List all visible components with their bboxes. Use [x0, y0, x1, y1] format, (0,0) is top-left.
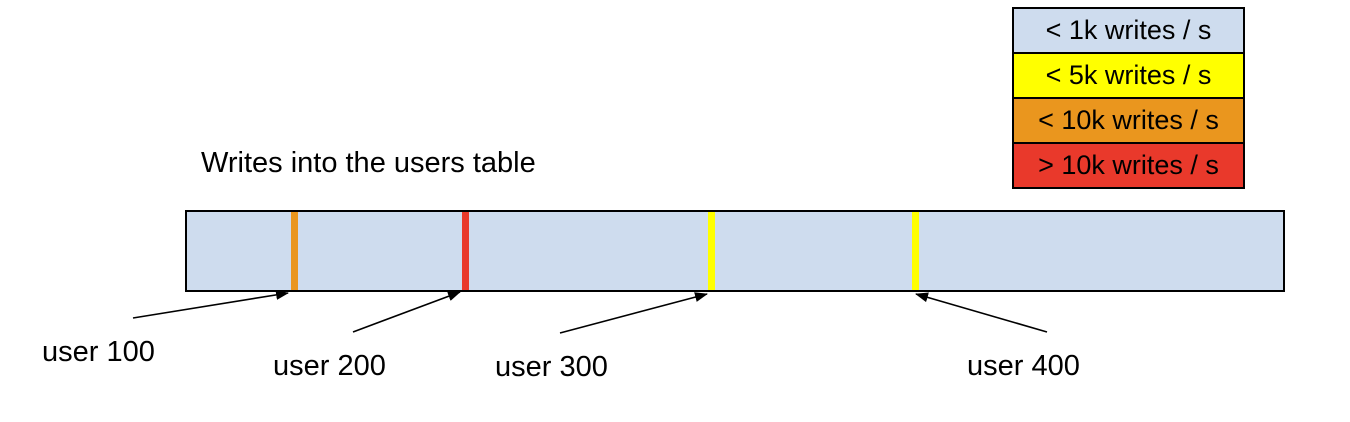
hotspot-marker-user-200 [462, 212, 469, 290]
label-user-100: user 100 [42, 336, 155, 368]
legend-item-lt-10k: < 10k writes / s [1012, 97, 1245, 144]
users-table-bar [185, 210, 1285, 292]
label-user-300: user 300 [495, 351, 608, 383]
arrow-user-400 [915, 292, 1048, 333]
diagram-title: Writes into the users table [201, 147, 536, 179]
arrow-user-100 [132, 289, 289, 319]
label-user-200: user 200 [273, 350, 386, 382]
hotspot-marker-user-100 [291, 212, 298, 290]
hotspot-marker-user-300 [708, 212, 715, 290]
hotspot-marker-user-400 [912, 212, 919, 290]
label-user-400: user 400 [967, 350, 1080, 382]
legend-item-lt-5k: < 5k writes / s [1012, 52, 1245, 99]
legend-item-lt-1k: < 1k writes / s [1012, 7, 1245, 54]
legend: < 1k writes / s < 5k writes / s < 10k wr… [1012, 7, 1245, 189]
arrow-user-200 [352, 291, 461, 333]
arrow-user-300 [559, 292, 708, 334]
legend-item-gt-10k: > 10k writes / s [1012, 142, 1245, 189]
